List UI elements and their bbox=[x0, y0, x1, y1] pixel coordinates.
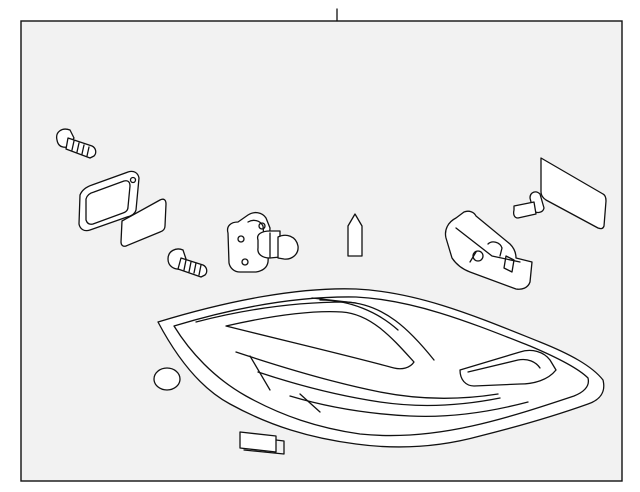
screw-right bbox=[512, 191, 545, 219]
round-plug bbox=[153, 367, 181, 391]
seal-pad-left bbox=[120, 198, 167, 247]
arrow-pointer-icon bbox=[347, 213, 363, 257]
screw-upper-left bbox=[56, 128, 97, 159]
seal-pad-right bbox=[540, 157, 607, 230]
mounting-bracket bbox=[444, 210, 533, 290]
bulb-seal-gasket bbox=[78, 170, 140, 232]
tail-lamp-housing bbox=[157, 288, 605, 448]
screw-middle bbox=[167, 248, 208, 278]
label-tag bbox=[239, 431, 285, 455]
bulb-socket-assembly bbox=[226, 211, 299, 273]
